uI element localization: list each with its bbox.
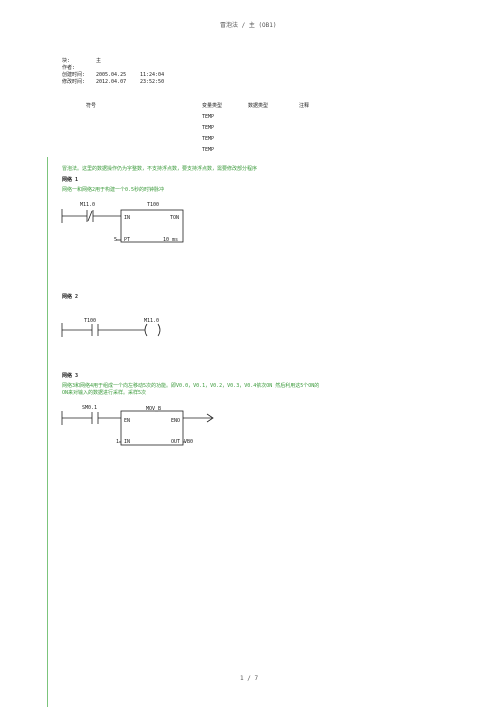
network-3-comment-line-1: 网络3和网络4用于组成一个向左移动5次的功能。即V0.0，V0.1，V0.2，V… [62,383,320,389]
modified-date: 2012.04.07 [96,79,127,85]
network-2-coil-left [144,323,148,337]
network-1-contact-negation [87,210,93,222]
network-3-box-type: MOV_B [146,406,162,412]
network-1-ton-box [120,209,184,243]
var-header-comment: 注释 [299,103,310,109]
network-3-contact-address: SM0.1 [82,405,98,411]
network-2-coil-address: M11.0 [144,318,160,324]
network-3-out-value: VB0 [184,439,194,445]
page-header-title: 冒泡法 / 主 (OB1) [220,22,277,29]
network-2-label: 网络 2 [62,294,79,300]
network-1-label: 网络 1 [62,177,79,183]
var-header-vartype: 变量类型 [202,103,223,109]
network-1-box-in: IN [124,215,131,221]
network-2-coil-right [157,323,161,337]
created-label: 创建时间: [62,72,86,78]
network-3-box-en: EN [124,418,131,424]
network-3-box-eno: ENO [171,418,181,424]
network-1-pt-label: PT [124,237,131,243]
network-3-box-in: IN [124,439,131,445]
network-1-contact-address: M11.0 [80,202,96,208]
network-2-contact-address: T100 [84,318,97,324]
network-1-pt-value: 5 [114,237,118,243]
network-3-arrow [206,413,214,423]
network-1-box-type: TON [170,215,180,221]
network-3-comment-line-2: ON来对输入的数据进行采样。采样5次 [62,390,147,396]
network-1-time-base: 10 ms [163,237,179,243]
network-1-comment: 网络一和网络2用于构建一个0.5秒的时钟脉冲 [62,187,165,193]
block-label: 块: [62,58,71,64]
created-date: 2005.04.25 [96,72,127,78]
network-3-label: 网络 3 [62,373,79,379]
network-3-in-value: 1 [116,439,120,445]
page-number: 1 / 7 [240,675,259,682]
var-row: TEMP [202,147,215,153]
var-header-datatype: 数据类型 [248,103,269,109]
network-3-box-out: OUT [171,439,181,445]
created-time: 11:24:04 [140,72,165,78]
program-left-bar [47,157,48,707]
author-label: 作者: [62,65,76,71]
network-3-mov-box [120,410,184,446]
block-value: 主 [96,58,102,64]
program-comment: 冒泡法。这里的数据操作仍为字整数，不支持浮点数，要支持浮点数，需要修改部分程序 [62,166,258,172]
var-row: TEMP [202,114,215,120]
var-row: TEMP [202,125,215,131]
network-1-timer-name: T100 [147,202,160,208]
var-row: TEMP [202,136,215,142]
modified-time: 23:52:50 [140,79,165,85]
var-header-symbol: 符号 [86,103,97,109]
modified-label: 修改时间: [62,79,86,85]
